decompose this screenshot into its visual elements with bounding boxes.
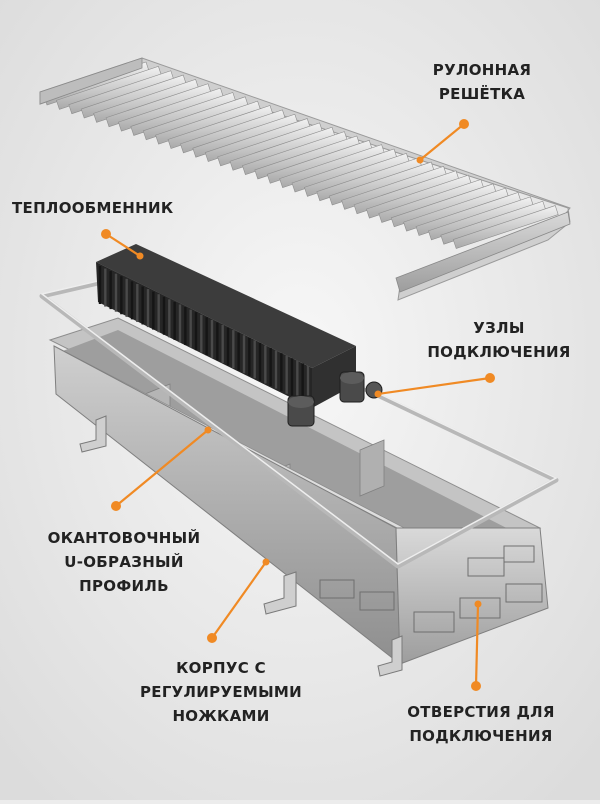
rolled-grille bbox=[39, 57, 571, 301]
label-connection-units: УЗЛЫ ПОДКЛЮЧЕНИЯ bbox=[420, 316, 578, 364]
leader-grille bbox=[419, 123, 465, 161]
connection-holes bbox=[319, 545, 543, 633]
label-body-feet-line-3: НОЖКАМИ bbox=[172, 707, 270, 725]
leader-heat-exchanger bbox=[105, 233, 141, 257]
exchanger-end bbox=[312, 346, 356, 408]
leader-connection-units bbox=[377, 376, 491, 396]
anchor-connection-units bbox=[374, 390, 382, 398]
label-connection-holes-line-2: ПОДКЛЮЧЕНИЯ bbox=[409, 727, 553, 745]
label-u-profile-line-3: ПРОФИЛЬ bbox=[79, 577, 169, 595]
housing-floor bbox=[60, 330, 530, 566]
label-connection-holes: ОТВЕРСТИЯ ДЛЯ ПОДКЛЮЧЕНИЯ bbox=[396, 700, 566, 748]
hole-1 bbox=[319, 579, 355, 599]
heat-exchanger bbox=[96, 244, 383, 427]
anchor-connection-holes bbox=[474, 600, 482, 608]
anchor-u-profile bbox=[204, 426, 212, 434]
hole-2 bbox=[359, 591, 395, 611]
label-heat-exchanger-line-1: ТЕПЛООБМЕННИК bbox=[12, 199, 174, 217]
dot-u-profile bbox=[111, 501, 121, 511]
pipe-2-end bbox=[340, 372, 364, 384]
foot-3 bbox=[377, 635, 403, 677]
label-u-profile-line-2: U-ОБРАЗНЫЙ bbox=[64, 553, 184, 571]
label-u-profile: ОКАНТОВОЧНЫЙ U-ОБРАЗНЫЙ ПРОФИЛЬ bbox=[24, 526, 224, 598]
leader-u-profile bbox=[115, 429, 209, 507]
exchanger-top bbox=[96, 244, 356, 368]
label-body-feet-line-1: КОРПУС С bbox=[176, 659, 266, 677]
adjustable-feet bbox=[79, 415, 403, 677]
foot-2 bbox=[263, 571, 297, 615]
label-body-feet: КОРПУС С РЕГУЛИРУЕМЫМИ НОЖКАМИ bbox=[136, 656, 306, 728]
label-connection-units-line-2: ПОДКЛЮЧЕНИЯ bbox=[427, 343, 571, 361]
leader-body-feet bbox=[211, 561, 267, 639]
label-grille: РУЛОННАЯ РЕШЁТКА bbox=[404, 58, 560, 106]
exchanger-front bbox=[96, 262, 312, 408]
dot-heat-exchanger bbox=[101, 229, 111, 239]
grille-end-rail bbox=[39, 57, 143, 105]
dot-body-feet bbox=[207, 633, 217, 643]
divider-3 bbox=[359, 439, 385, 497]
dot-connection-holes bbox=[471, 681, 481, 691]
exchanger-fins bbox=[98, 266, 310, 404]
anchor-grille bbox=[416, 156, 424, 164]
label-body-feet-line-2: РЕГУЛИРУЕМЫМИ bbox=[139, 683, 303, 701]
pipe-1-end bbox=[288, 396, 314, 408]
anchor-heat-exchanger bbox=[136, 252, 144, 260]
label-grille-line-1: РУЛОННАЯ bbox=[432, 61, 532, 79]
grille-slat bbox=[452, 205, 559, 249]
grille-slats bbox=[43, 61, 559, 249]
callouts bbox=[101, 119, 495, 691]
hole-4 bbox=[459, 597, 501, 619]
hole-7 bbox=[503, 545, 535, 563]
hole-3 bbox=[413, 611, 455, 633]
label-connection-holes-line-1: ОТВЕРСТИЯ ДЛЯ bbox=[407, 703, 555, 721]
label-heat-exchanger: ТЕПЛООБМЕННИК bbox=[12, 196, 212, 220]
hole-6 bbox=[467, 557, 505, 577]
foot-1 bbox=[79, 415, 107, 453]
dot-connection-units bbox=[485, 373, 495, 383]
anchor-body-feet bbox=[262, 558, 270, 566]
grille-front-rail bbox=[395, 211, 571, 293]
hole-5 bbox=[505, 583, 543, 603]
housing bbox=[48, 317, 549, 677]
leader-connection-holes bbox=[474, 603, 480, 687]
label-grille-line-2: РЕШЁТКА bbox=[438, 85, 526, 103]
label-connection-units-line-1: УЗЛЫ bbox=[473, 319, 525, 337]
connection-pipes bbox=[287, 371, 383, 427]
dot-grille bbox=[459, 119, 469, 129]
label-u-profile-line-1: ОКАНТОВОЧНЫЙ bbox=[47, 529, 201, 547]
